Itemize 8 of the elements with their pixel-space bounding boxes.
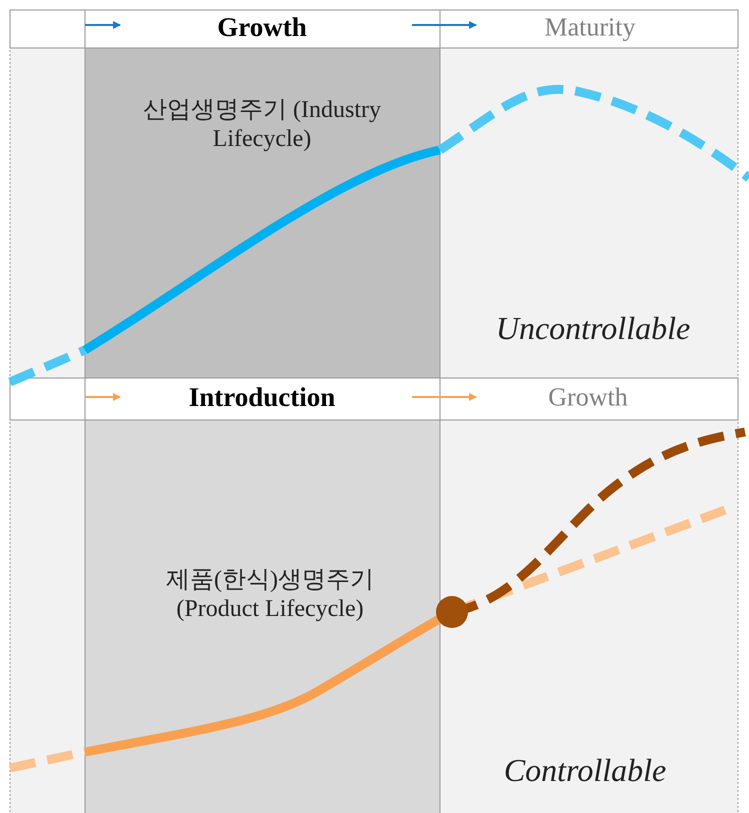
curve-label: 산업생명주기 (Industry Lifecycle): [142, 96, 382, 154]
note-text: Controllable: [504, 750, 666, 790]
curve-label: 제품(한식)생명주기 (Product Lifecycle): [165, 566, 375, 624]
phase-heading: Introduction: [188, 380, 336, 414]
phase-heading: Maturity: [544, 11, 636, 43]
phase-heading: Growth: [217, 10, 307, 44]
note-text: Uncontrollable: [496, 308, 690, 348]
phase-heading: Growth: [548, 381, 628, 413]
